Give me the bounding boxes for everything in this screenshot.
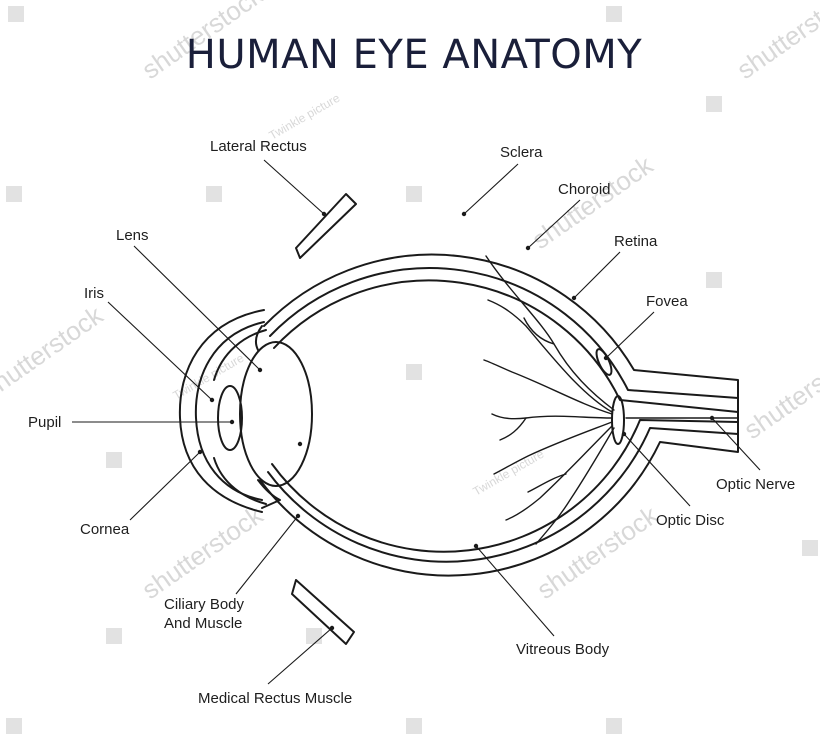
watermark-square xyxy=(106,628,122,644)
pupil-shape xyxy=(217,385,243,451)
cornea-outline xyxy=(178,309,265,513)
ciliary-body-upper xyxy=(254,325,263,351)
watermark-square xyxy=(306,628,322,644)
leader-dot xyxy=(621,431,627,437)
leader-dot xyxy=(297,441,303,447)
label-fovea: Fovea xyxy=(646,293,688,310)
leader-dot xyxy=(709,415,715,421)
watermark-square xyxy=(6,718,22,734)
label-ciliary-muscle: And Muscle xyxy=(164,615,242,632)
watermark-square xyxy=(8,6,24,22)
leader-dot xyxy=(571,295,577,301)
label-cornea: Cornea xyxy=(80,521,130,538)
choroid-outline xyxy=(269,267,739,399)
label-vitreous-body: Vitreous Body xyxy=(516,641,610,658)
watermark-square xyxy=(406,718,422,734)
watermark-square xyxy=(6,186,22,202)
watermark-brand: shutterstock xyxy=(0,299,109,405)
watermark-square xyxy=(206,186,222,202)
leader-dot xyxy=(329,625,335,631)
leader-cornea xyxy=(129,451,201,521)
medial-rectus-muscle xyxy=(291,579,355,645)
watermark-credit: Twinkle picture xyxy=(267,91,343,143)
watermark-square xyxy=(606,718,622,734)
watermark-square xyxy=(706,96,722,112)
watermark-square xyxy=(802,540,818,556)
choroid-outline-lower xyxy=(267,427,739,563)
leader-iris xyxy=(107,301,213,401)
leader-retina xyxy=(573,251,621,299)
ciliary-body-lower xyxy=(257,479,281,509)
retina-outline xyxy=(273,279,739,413)
watermark-brand: shutterstock xyxy=(738,339,820,445)
watermark-brand: shutterstock xyxy=(731,0,820,85)
leader-dot xyxy=(257,367,263,373)
label-retina: Retina xyxy=(614,233,658,250)
label-ciliary-body: Ciliary Body xyxy=(164,596,245,613)
leader-dot xyxy=(197,449,203,455)
leader-dot xyxy=(525,245,531,251)
label-iris: Iris xyxy=(84,285,104,302)
watermark-square xyxy=(406,186,422,202)
label-choroid: Choroid xyxy=(558,181,611,198)
iris-outline xyxy=(213,329,267,381)
part-labels: Lateral Rectus Lens Iris Pupil Cornea Ci… xyxy=(28,138,795,707)
sclera-outline xyxy=(259,253,739,577)
leader-fovea xyxy=(605,311,655,359)
label-pupil: Pupil xyxy=(28,414,61,431)
retinal-blood-vessels xyxy=(483,255,615,545)
lateral-rectus-muscle xyxy=(295,193,357,259)
leader-ciliary xyxy=(235,515,299,595)
watermark-square xyxy=(106,452,122,468)
label-lateral-rectus: Lateral Rectus xyxy=(210,138,307,155)
leader-optic-disc xyxy=(623,433,691,507)
leader-medical-rectus xyxy=(267,627,333,685)
leader-sclera xyxy=(463,163,519,215)
iris-outline-lower xyxy=(213,457,267,505)
lens-shape xyxy=(239,341,313,487)
leader-dot xyxy=(321,211,327,217)
leader-dot xyxy=(229,419,235,425)
fovea-shape xyxy=(595,348,613,376)
leader-dot xyxy=(295,513,301,519)
label-optic-nerve: Optic Nerve xyxy=(716,476,795,493)
label-medical-rectus: Medical Rectus Muscle xyxy=(198,690,352,707)
leader-dot xyxy=(461,211,467,217)
leader-lens xyxy=(133,245,261,371)
leader-optic-nerve xyxy=(711,417,761,471)
leader-choroid xyxy=(527,199,581,249)
retina-outline-lower xyxy=(271,419,739,553)
watermark-credit: Twinkle picture xyxy=(471,447,547,499)
watermark-square xyxy=(606,6,622,22)
leader-vitreous-body xyxy=(475,545,555,637)
leader-lateral-rectus xyxy=(263,159,325,215)
label-lens: Lens xyxy=(116,227,149,244)
optic-disc-shape xyxy=(611,395,625,445)
page-title: HUMAN EYE ANATOMY xyxy=(186,32,643,78)
leader-dot xyxy=(473,543,479,549)
cornea-inner-outline xyxy=(194,321,265,501)
label-optic-disc: Optic Disc xyxy=(656,512,725,529)
watermark-brand: shutterstock xyxy=(136,499,269,605)
label-leaders xyxy=(72,159,761,685)
watermark-square xyxy=(406,364,422,380)
label-sclera: Sclera xyxy=(500,144,543,161)
leader-dot xyxy=(603,355,609,361)
watermark-square xyxy=(706,272,722,288)
eye-illustration xyxy=(178,193,739,645)
leader-dot xyxy=(209,397,215,403)
